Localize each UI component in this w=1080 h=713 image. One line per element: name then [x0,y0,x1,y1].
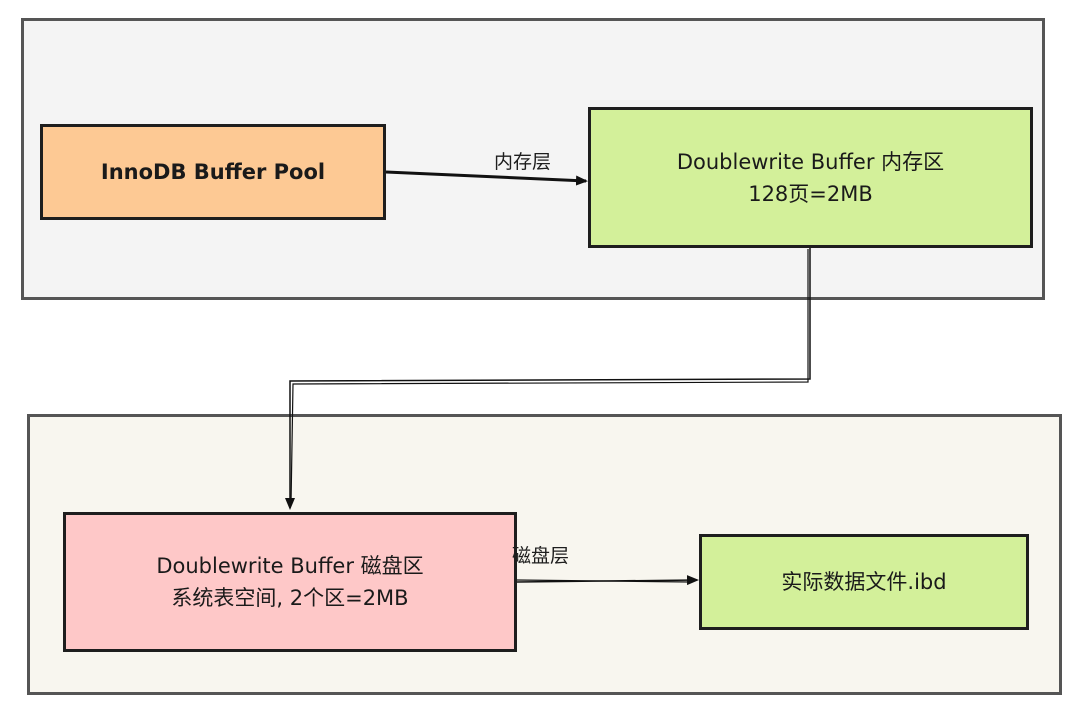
node-buffer-pool-label: InnoDB Buffer Pool [100,160,326,184]
edge-dwb-memory-to-dwb-disk [285,248,811,510]
node-ibd-data-file: 实际数据文件.ibd [699,534,1029,630]
edge-label-memory-layer: 内存层 [494,151,552,173]
edge-dwb-memory-to-dwb-disk-sketch [290,249,809,506]
node-ibd-label: 实际数据文件.ibd [781,570,947,594]
node-innodb-buffer-pool: InnoDB Buffer Pool [40,124,386,220]
edge-buffer-pool-to-dwb-memory [385,170,588,186]
node-doublewrite-buffer-disk: Doublewrite Buffer 磁盘区 系统表空间, 2个区=2MB [63,512,517,652]
node-dwb-disk-title: Doublewrite Buffer 磁盘区 [156,554,424,578]
edge-label-disk-layer: 磁盘层 [512,545,570,567]
edge-dwb-disk-to-ibd-sketch [516,579,691,583]
node-dwb-memory-size: 128页=2MB [748,181,873,206]
node-dwb-memory-title: Doublewrite Buffer 内存区 [676,149,945,174]
node-dwb-disk-size: 系统表空间, 2个区=2MB [171,586,409,610]
node-doublewrite-buffer-memory: Doublewrite Buffer 内存区 128页=2MB [588,107,1033,248]
